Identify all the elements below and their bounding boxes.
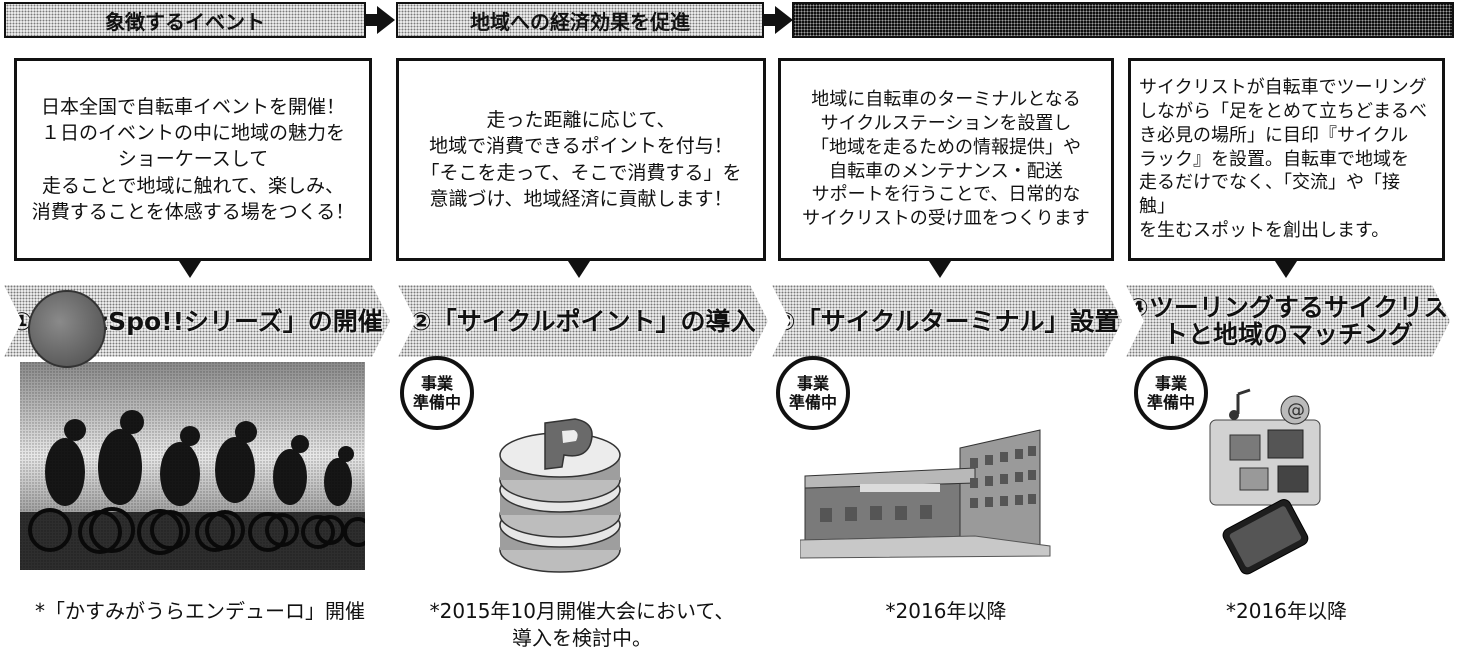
description-text-1: 日本全国で自転車イベントを開催！ １日のイベントの中に地域の魅力を ショーケース… xyxy=(31,95,355,223)
status-badge-3-text: 事業 準備中 xyxy=(788,373,837,412)
stage-arrow-1-icon xyxy=(377,6,395,34)
cycle-point-coins-illustration xyxy=(499,418,621,573)
cycling-race-photo xyxy=(20,362,365,570)
status-badge-4: 事業 準備中 xyxy=(1134,356,1208,430)
svg-text:@: @ xyxy=(1287,400,1305,421)
description-text-4: サイクリストが自転車でツーリング しながら「足をとめて立ちどまるべ き必見の場所… xyxy=(1139,76,1427,242)
status-badge-2-text: 事業 準備中 xyxy=(412,373,461,412)
note-4: *2016年以降 xyxy=(1226,599,1347,623)
description-box-1: 日本全国で自転車イベントを開催！ １日のイベントの中に地域の魅力を ショーケース… xyxy=(14,58,372,261)
description-text-2: 走った距離に応じて、 地域で消費できるポイントを付与！ 「そこを走って、そこで消… xyxy=(420,109,742,210)
down-arrow-3-icon xyxy=(927,258,953,278)
note-2: *2015年10月開催大会において、 導入を検討中。 xyxy=(429,599,735,650)
down-arrow-2-icon xyxy=(566,258,592,278)
status-badge-4-text: 事業 準備中 xyxy=(1146,373,1195,412)
status-badge-3: 事業 準備中 xyxy=(776,356,850,430)
event-logo-icon xyxy=(28,290,106,368)
down-arrow-1-icon xyxy=(177,258,203,278)
initiative-title-4: ④ツーリングするサイクリス トと地域のマッチング xyxy=(1127,293,1449,349)
initiative-title-3: ③「サイクルターミナル」設置 xyxy=(774,306,1120,336)
initiative-title-2: ②「サイクルポイント」の導入 xyxy=(410,306,756,336)
down-arrow-4-icon xyxy=(1273,258,1299,278)
stage-connector-2 xyxy=(764,14,776,26)
stage-header-event: 象徴するイベント xyxy=(4,2,366,38)
note-3: *2016年以降 xyxy=(885,599,1007,623)
stage-header-economy-label: 地域への経済効果を促進 xyxy=(470,9,690,34)
initiative-banner-2: ②「サイクルポイント」の導入 xyxy=(398,285,768,357)
stage-header-dark xyxy=(792,2,1454,38)
stage-header-event-label: 象徴するイベント xyxy=(105,9,265,34)
stage-header-economy: 地域への経済効果を促進 xyxy=(396,2,764,38)
status-badge-2: 事業 準備中 xyxy=(400,356,474,430)
initiative-banner-4: ④ツーリングするサイクリス トと地域のマッチング xyxy=(1126,285,1450,357)
stage-arrow-2-icon xyxy=(775,6,793,34)
note-1: *「かすみがうらエンデューロ」開催 xyxy=(35,599,365,623)
description-box-4: サイクリストが自転車でツーリング しながら「足をとめて立ちどまるべ き必見の場所… xyxy=(1128,58,1445,261)
initiative-banner-3: ③「サイクルターミナル」設置 xyxy=(772,285,1122,357)
cycle-terminal-building-illustration xyxy=(800,429,1051,559)
smartphone-apps-illustration: @ xyxy=(1209,388,1321,575)
description-text-3: 地域に自転車のターミナルとなる サイクルステーションを設置し 「地域を走るための… xyxy=(802,88,1090,230)
description-box-2: 走った距離に応じて、 地域で消費できるポイントを付与！ 「そこを走って、そこで消… xyxy=(396,58,766,261)
description-box-3: 地域に自転車のターミナルとなる サイクルステーションを設置し 「地域を走るための… xyxy=(778,58,1114,261)
stage-connector-1 xyxy=(366,14,378,26)
